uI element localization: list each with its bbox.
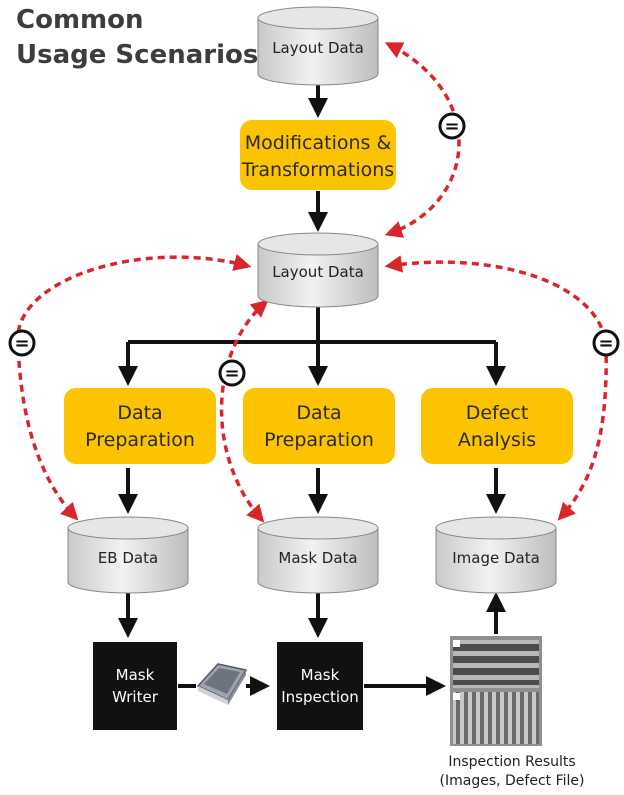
svg-text:=: = (224, 363, 239, 384)
svg-text:=: = (14, 333, 29, 354)
svg-text:=: = (598, 333, 613, 354)
photomask-icon (196, 663, 248, 705)
inspection-results-label-1: Inspection Results (448, 754, 575, 770)
image-data-label: Image Data (452, 549, 540, 567)
mask-writer-label-1: Mask (116, 666, 155, 684)
equivalence-arrow-eb-data (16, 254, 252, 521)
title: Common Usage Scenarios (16, 5, 258, 70)
layout-data-mid-cylinder: Layout Data (257, 232, 379, 308)
equivalence-arrow-image-data (384, 255, 608, 521)
inspection-results-label-2: (Images, Defect File) (440, 773, 585, 789)
eb-data-label: EB Data (98, 549, 158, 567)
image-data-cylinder: Image Data (435, 516, 557, 594)
mask-inspection-box: Mask Inspection (277, 642, 363, 730)
defect-analysis-label-2: Analysis (458, 429, 536, 451)
sem-image-icon (450, 636, 542, 746)
mask-writer-box: Mask Writer (93, 642, 177, 730)
inspection-results-caption: Inspection Results (Images, Defect File) (440, 754, 585, 789)
data-prep-left-label-2: Preparation (85, 429, 195, 451)
modifications-label-1: Modifications & (245, 132, 392, 154)
equivalence-arrow-mask-data (219, 299, 269, 523)
mask-writer-label-2: Writer (112, 688, 159, 706)
modifications-box: Modifications & Transformations (240, 120, 396, 190)
svg-text:=: = (444, 116, 459, 137)
layout-data-top-label: Layout Data (272, 39, 364, 57)
data-prep-center-label-2: Preparation (264, 429, 374, 451)
data-prep-left-label-1: Data (117, 402, 162, 424)
mask-data-label: Mask Data (278, 549, 357, 567)
modifications-label-2: Transformations (241, 159, 394, 181)
equivalence-icon-center: = (218, 359, 246, 387)
eb-data-cylinder: EB Data (67, 516, 189, 594)
title-line-2: Usage Scenarios (16, 40, 258, 70)
mask-inspection-label-1: Mask (301, 666, 340, 684)
layout-data-mid-label: Layout Data (272, 263, 364, 281)
defect-analysis-label-1: Defect (466, 402, 529, 424)
mask-data-cylinder: Mask Data (257, 516, 379, 594)
title-line-1: Common (16, 5, 144, 35)
equivalence-arrow-layout-top (384, 42, 461, 238)
data-prep-center-box: Data Preparation (243, 388, 395, 464)
data-prep-left-box: Data Preparation (64, 388, 216, 464)
equivalence-icon-right: = (592, 329, 620, 357)
equivalence-icon-left: = (8, 329, 36, 357)
equivalence-icon-top: = (438, 112, 466, 140)
defect-analysis-box: Defect Analysis (421, 388, 573, 464)
layout-data-top-cylinder: Layout Data (257, 6, 379, 86)
mask-inspection-label-2: Inspection (281, 688, 358, 706)
data-prep-center-label-1: Data (296, 402, 341, 424)
